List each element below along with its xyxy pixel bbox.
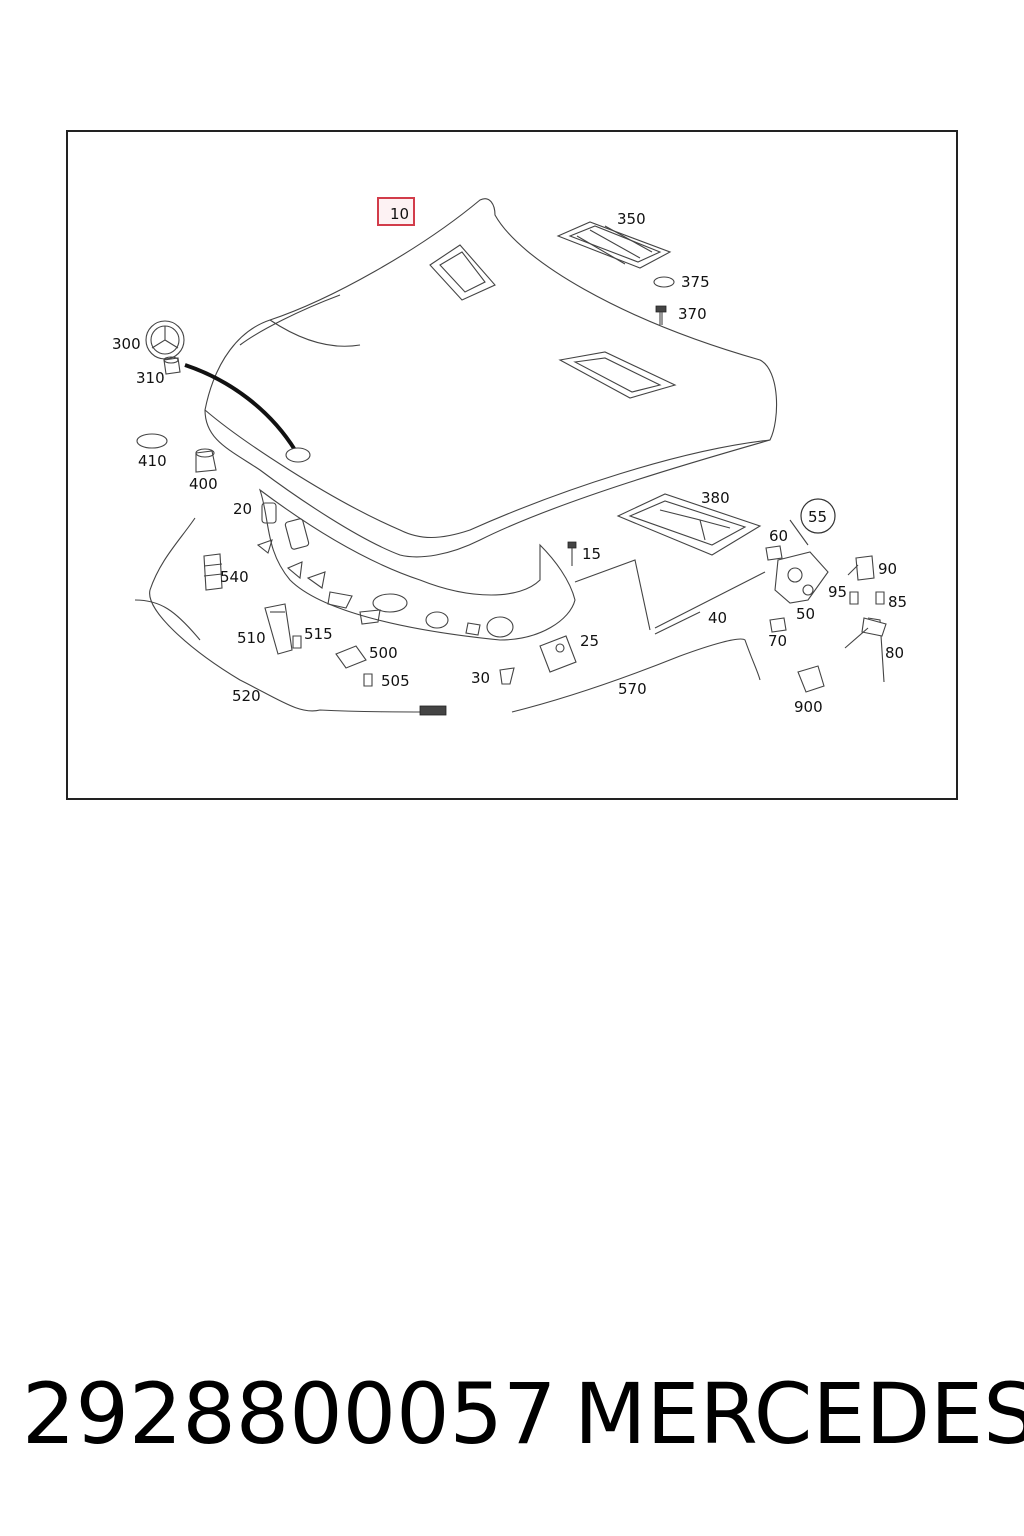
- nut-60[interactable]: [765, 545, 783, 561]
- rubber-buffer[interactable]: [195, 448, 217, 473]
- callout-505: 505: [381, 672, 410, 690]
- callout-510: 510: [237, 629, 266, 647]
- emblem-seat-ring: [285, 447, 311, 463]
- footer: 2928800057 MERCEDES: [0, 1364, 1024, 1464]
- diagram-frame: [66, 130, 958, 800]
- cable-570[interactable]: [511, 638, 761, 713]
- part-number: 2928800057: [22, 1365, 557, 1463]
- callout-350: 350: [617, 210, 646, 228]
- callout-540: 540: [220, 568, 249, 586]
- callout-60: 60: [769, 527, 788, 545]
- callout-310: 310: [136, 369, 165, 387]
- block-25[interactable]: [539, 635, 577, 673]
- bolt-505[interactable]: [363, 673, 373, 687]
- clip-540[interactable]: [203, 553, 223, 591]
- callout-25: 25: [580, 632, 599, 650]
- emblem-mount[interactable]: [163, 356, 181, 375]
- callout-55: 55: [808, 508, 827, 526]
- star-emblem[interactable]: [145, 320, 185, 360]
- bolt-85[interactable]: [875, 591, 885, 605]
- bracket-90[interactable]: [847, 555, 875, 581]
- cable-connector: [419, 705, 447, 716]
- callout-400: 400: [189, 475, 218, 493]
- callout-80: 80: [885, 644, 904, 662]
- hinge-510[interactable]: [264, 603, 293, 655]
- callout-15: 15: [582, 545, 601, 563]
- callout-95: 95: [828, 583, 847, 601]
- callout-20: 20: [233, 500, 252, 518]
- callout-520: 520: [232, 687, 261, 705]
- callout-500: 500: [369, 644, 398, 662]
- hood-part[interactable]: [204, 198, 778, 558]
- brand-name: MERCEDES: [574, 1365, 1024, 1463]
- hood-switch-80[interactable]: [844, 617, 887, 683]
- callout-50: 50: [796, 605, 815, 623]
- callout-70: 70: [768, 632, 787, 650]
- stud-15[interactable]: [567, 541, 577, 566]
- callout-30: 30: [471, 669, 490, 687]
- leader-15: [574, 559, 651, 631]
- connector-900[interactable]: [797, 665, 825, 693]
- clip-30[interactable]: [499, 667, 515, 685]
- bolt-95[interactable]: [849, 591, 859, 605]
- callout-300: 300: [112, 335, 141, 353]
- cable-520[interactable]: [149, 517, 446, 713]
- bracket-500[interactable]: [335, 645, 367, 669]
- bolt[interactable]: [655, 305, 667, 325]
- callout-570: 570: [618, 680, 647, 698]
- callout-40: 40: [708, 609, 727, 627]
- callout-10: 10: [390, 205, 409, 223]
- callout-10-highlight: [377, 197, 415, 226]
- hood-insulation-panel[interactable]: [256, 488, 576, 641]
- callout-90: 90: [878, 560, 897, 578]
- washer[interactable]: [653, 276, 675, 288]
- callout-370: 370: [678, 305, 707, 323]
- water-tray[interactable]: [616, 493, 762, 556]
- callout-375: 375: [681, 273, 710, 291]
- air-vent-grille[interactable]: [556, 221, 672, 269]
- cable-520-branch: [134, 599, 201, 641]
- gas-strut[interactable]: [654, 571, 766, 635]
- hood-latch[interactable]: [774, 519, 829, 604]
- bolt-515[interactable]: [292, 635, 302, 649]
- callout-515: 515: [304, 625, 333, 643]
- callout-55-circle: [800, 498, 836, 534]
- callout-85: 85: [888, 593, 907, 611]
- callout-410: 410: [138, 452, 167, 470]
- oval-seal[interactable]: [136, 433, 168, 449]
- callout-380: 380: [701, 489, 730, 507]
- callout-900: 900: [794, 698, 823, 716]
- nut-70[interactable]: [769, 617, 787, 633]
- emblem-arrow: [184, 363, 297, 452]
